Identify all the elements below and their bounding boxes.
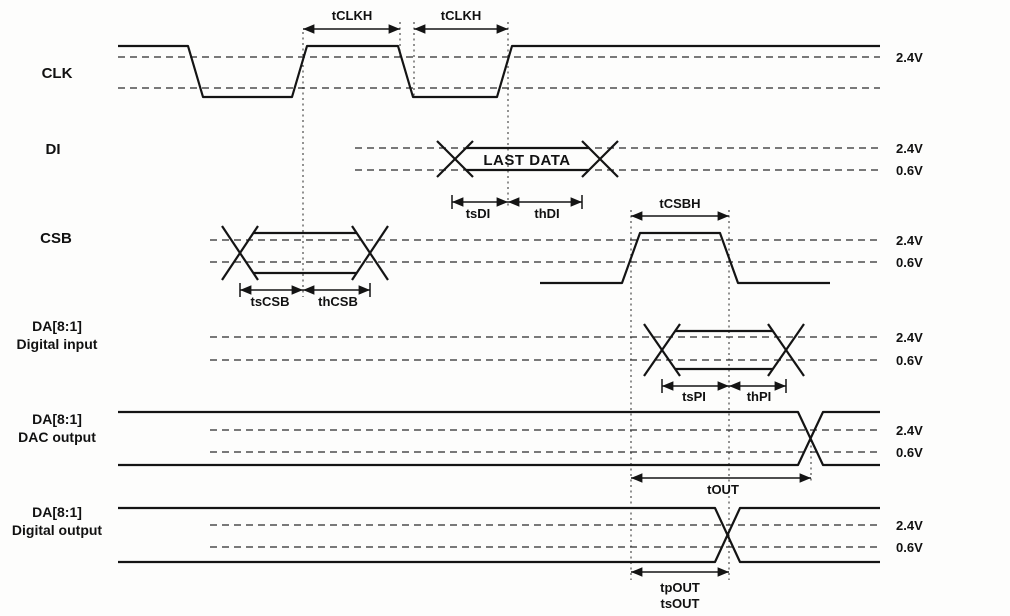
digital-input-label-line1: DA[8:1]	[32, 318, 82, 334]
dac-output-waveform-bottom	[118, 410, 880, 467]
dac-output-row: DA[8:1] DAC output tOUT 2.4V 0.6V	[18, 410, 923, 497]
thdi-label: thDI	[534, 206, 559, 221]
csb-2v4-label: 2.4V	[896, 233, 923, 248]
dac-output-label-line1: DA[8:1]	[32, 411, 82, 427]
tcsbh-label: tCSBH	[659, 196, 700, 211]
digital-output-waveform-bottom	[118, 506, 880, 564]
digital-output-2v4-label: 2.4V	[896, 518, 923, 533]
tclkh-first-label: tCLKH	[332, 8, 372, 23]
csb-0v6-label: 0.6V	[896, 255, 923, 270]
di-bus-right-x-b	[581, 140, 619, 178]
digital-input-2v4-label: 2.4V	[896, 330, 923, 345]
di-2v4-label: 2.4V	[896, 141, 923, 156]
clk-row: CLK tCLKH tCLKH 2.4V	[42, 8, 923, 99]
tscsb-label: tsCSB	[250, 294, 289, 309]
digital-input-label-line2: Digital input	[17, 336, 98, 352]
csb-row: CSB tsCSB thCSB tCSBH 2.4V 0.6V	[40, 196, 923, 309]
digital-output-label-line1: DA[8:1]	[32, 504, 82, 520]
csb-pulse-waveform	[540, 231, 830, 285]
dac-output-label-line2: DAC output	[18, 429, 96, 445]
tpout-label: tpOUT	[660, 580, 700, 595]
measurement-guides	[302, 22, 812, 580]
csb-signal-label: CSB	[40, 230, 72, 247]
digital-input-0v6-label: 0.6V	[896, 353, 923, 368]
clk-2v4-label: 2.4V	[896, 50, 923, 65]
di-0v6-label: 0.6V	[896, 163, 923, 178]
dac-output-2v4-label: 2.4V	[896, 423, 923, 438]
digital-output-row: DA[8:1] Digital output tpOUT tsOUT 2.4V …	[12, 504, 923, 611]
digital-output-label-line2: Digital output	[12, 522, 103, 538]
tout-label: tOUT	[707, 482, 739, 497]
di-signal-label: DI	[46, 141, 61, 158]
csb-bus-left-x-b	[221, 225, 259, 281]
digital-output-0v6-label: 0.6V	[896, 540, 923, 555]
csb-bus-right-x-b	[351, 225, 389, 281]
dac-output-0v6-label: 0.6V	[896, 445, 923, 460]
digital-output-waveform-top	[118, 506, 880, 564]
tspi-label: tsPI	[682, 389, 706, 404]
clk-signal-label: CLK	[42, 65, 73, 82]
di-row: DI LAST DATA tsDI thDI 2.4V 0.6V	[46, 140, 923, 221]
thcsb-label: thCSB	[318, 294, 358, 309]
tsout-label: tsOUT	[661, 596, 700, 611]
dac-output-waveform-top	[118, 410, 880, 467]
digital-input-bus-right-x-b	[767, 323, 805, 377]
digital-input-bus-left-x-b	[643, 323, 681, 377]
digital-input-row: DA[8:1] Digital input tsPI thPI 2.4V 0.6…	[17, 318, 924, 404]
tclkh-second-label: tCLKH	[441, 8, 481, 23]
clk-waveform	[118, 44, 880, 99]
di-bus-value-label: LAST DATA	[483, 152, 570, 169]
thpi-label: thPI	[747, 389, 772, 404]
tsdi-label: tsDI	[466, 206, 491, 221]
